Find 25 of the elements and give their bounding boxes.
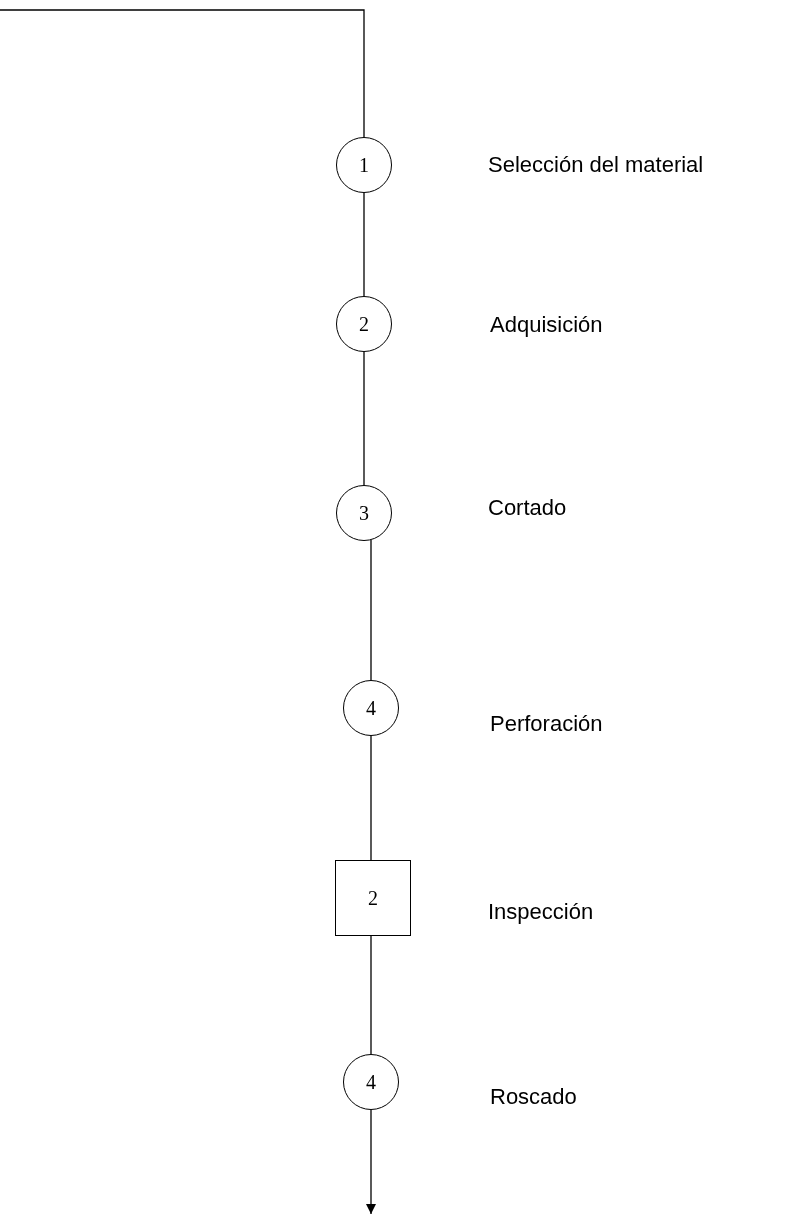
step-label: Cortado — [488, 497, 567, 519]
step-number: 2 — [359, 314, 369, 334]
connector-line — [370, 935, 372, 1055]
step-label: Perforación — [490, 713, 603, 735]
step-label: Adquisición — [490, 314, 603, 336]
step-number: 1 — [359, 155, 369, 175]
connector-line — [370, 539, 372, 681]
step-number: 4 — [366, 1072, 376, 1092]
step-label: Selección del material — [488, 154, 704, 176]
step-number: 4 — [366, 698, 376, 718]
step-number: 2 — [368, 888, 378, 908]
step-number: 3 — [359, 503, 369, 523]
operation-circle — [336, 296, 392, 352]
arrow — [366, 1109, 376, 1215]
step-label: Roscado — [490, 1086, 577, 1108]
operation-circle — [343, 1054, 399, 1110]
step-label: Inspección — [488, 901, 594, 923]
connector-line — [363, 192, 365, 297]
connector-line — [370, 735, 372, 861]
connector-line — [0, 9, 365, 138]
inspection-square — [335, 860, 411, 936]
operation-circle — [336, 485, 392, 541]
operation-circle — [336, 137, 392, 193]
operation-circle — [343, 680, 399, 736]
connector-line — [363, 351, 365, 486]
